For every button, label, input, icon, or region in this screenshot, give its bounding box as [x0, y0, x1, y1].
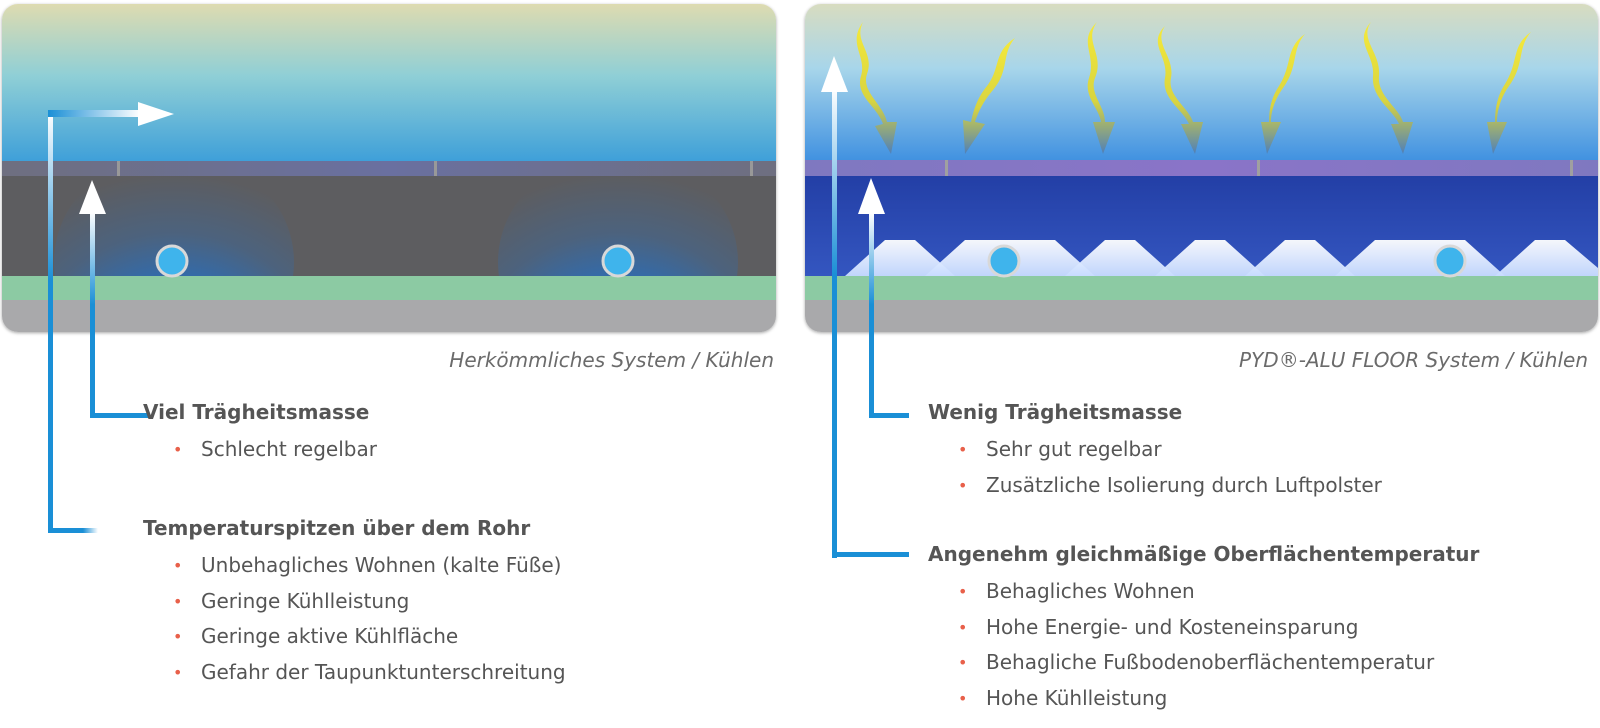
conventional-system-illustration [2, 4, 776, 332]
heading-viel-traegheitsmasse: Viel Trägheitsmasse [143, 400, 370, 424]
list-item: Hohe Energie- und Kosteneinsparung [958, 610, 1434, 646]
list-item: Gefahr der Taupunktunterschreitung [173, 655, 566, 691]
list-item: Zusätzliche Isolierung durch Luftpolster [958, 468, 1382, 504]
heading-oberflaechentemperatur: Angenehm gleichmäßige Oberflächentempera… [928, 542, 1480, 566]
list-wenig-traegheitsmasse: Sehr gut regelbar Zusätzliche Isolierung… [958, 432, 1382, 503]
list-item: Sehr gut regelbar [958, 432, 1382, 468]
heading-wenig-traegheitsmasse: Wenig Trägheitsmasse [928, 400, 1183, 424]
caption-conventional: Herkömmliches System / Kühlen [449, 348, 774, 372]
list-item: Geringe Kühlleistung [173, 584, 566, 620]
list-oberflaechentemperatur: Behagliches Wohnen Hohe Energie- und Kos… [958, 574, 1434, 716]
list-viel-traegheitsmasse: Schlecht regelbar [173, 432, 377, 468]
pyd-alu-floor-illustration [805, 4, 1598, 332]
list-item: Unbehagliches Wohnen (kalte Füße) [173, 548, 566, 584]
list-item: Hohe Kühlleistung [958, 681, 1434, 717]
pipe-icon [987, 244, 1467, 278]
cool-air-wave-icon [856, 22, 1531, 154]
list-item: Behagliche Fußbodenoberflächentemperatur [958, 645, 1434, 681]
heading-temperaturspitzen: Temperaturspitzen über dem Rohr [143, 516, 531, 540]
list-item: Geringe aktive Kühlfläche [173, 619, 566, 655]
list-item: Behagliches Wohnen [958, 574, 1434, 610]
pipe-icon [155, 244, 635, 278]
list-item: Schlecht regelbar [173, 432, 377, 468]
list-temperaturspitzen: Unbehagliches Wohnen (kalte Füße) Gering… [173, 548, 566, 690]
caption-pyd-alu: PYD®-ALU FLOOR System / Kühlen [1239, 348, 1588, 372]
